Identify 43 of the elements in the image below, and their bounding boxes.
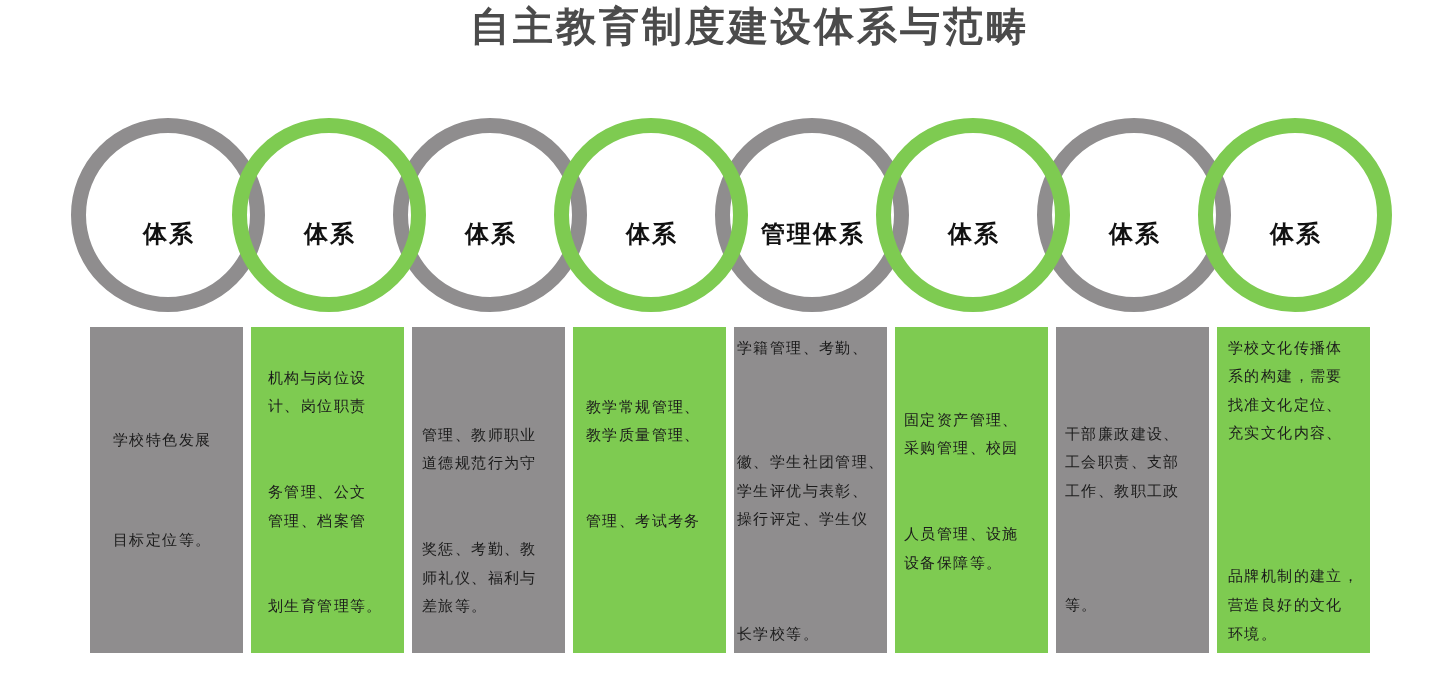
ring-label: 体系: [1107, 219, 1161, 249]
title: 自主教育制度建设体系与范畴: [469, 3, 1029, 49]
panel-text: 目标定位等。: [113, 529, 212, 551]
circle-ring: [715, 118, 909, 312]
text-panel: [251, 327, 404, 653]
circle-ring: [1198, 118, 1392, 312]
panel-text: 学校文化传播体系的构建，需要找准文化定位、充实文化内容、: [1228, 337, 1343, 445]
ring-label: 体系: [946, 219, 1000, 249]
text-panel: [895, 327, 1048, 653]
panel-text: 划生育管理等。: [268, 596, 383, 618]
text-panel: [734, 327, 887, 653]
circle-ring: [71, 118, 265, 312]
panel-text: 管理、考试考务: [586, 511, 701, 533]
panel-text: 管理、教师职业道德规范行为守: [422, 424, 537, 475]
text-panel: [90, 327, 243, 653]
text-panel: [1056, 327, 1209, 653]
panel-text: 人员管理、设施设备保障等。: [904, 524, 1019, 574]
ring-label: 体系: [302, 219, 356, 249]
circle-ring: [876, 118, 1070, 312]
circle-ring: [393, 118, 587, 312]
panel-text: 学校特色发展: [113, 430, 212, 451]
text-panel: [412, 327, 565, 653]
panel-text: 奖惩、考勤、教师礼仪、福利与差旅等。: [422, 539, 537, 618]
ring-label: 管理体系: [760, 219, 865, 249]
ring-label: 体系: [463, 219, 517, 249]
panel-text: 务管理、公文管理、档案管: [268, 482, 367, 532]
panel-text: 固定资产管理、采购管理、校园: [904, 409, 1019, 460]
circle-ring: [554, 118, 748, 312]
ring-label: 体系: [141, 219, 195, 249]
circle-ring: [232, 118, 426, 312]
panel-text: 等。: [1065, 595, 1098, 617]
text-panel: [573, 327, 726, 653]
panel-text: 机构与岗位设计、岗位职责: [268, 367, 367, 418]
panel-text: 干部廉政建设、工会职责、支部工作、教职工政: [1065, 423, 1180, 503]
text-panel: [1217, 327, 1370, 653]
panel-text: 品牌机制的建立，营造良好的文化环境。: [1228, 566, 1360, 645]
panel-text: 学籍管理、考勤、: [737, 337, 869, 359]
panel-text: 教学常规管理、教学质量管理、: [586, 396, 701, 447]
panel-text: 长学校等。: [737, 623, 819, 645]
panel-text: 徽、学生社团管理、学生评优与表彰、操行评定、学生仪: [737, 452, 885, 531]
ring-label: 体系: [1268, 219, 1322, 249]
ring-label: 体系: [624, 219, 678, 249]
circle-ring: [1037, 118, 1231, 312]
